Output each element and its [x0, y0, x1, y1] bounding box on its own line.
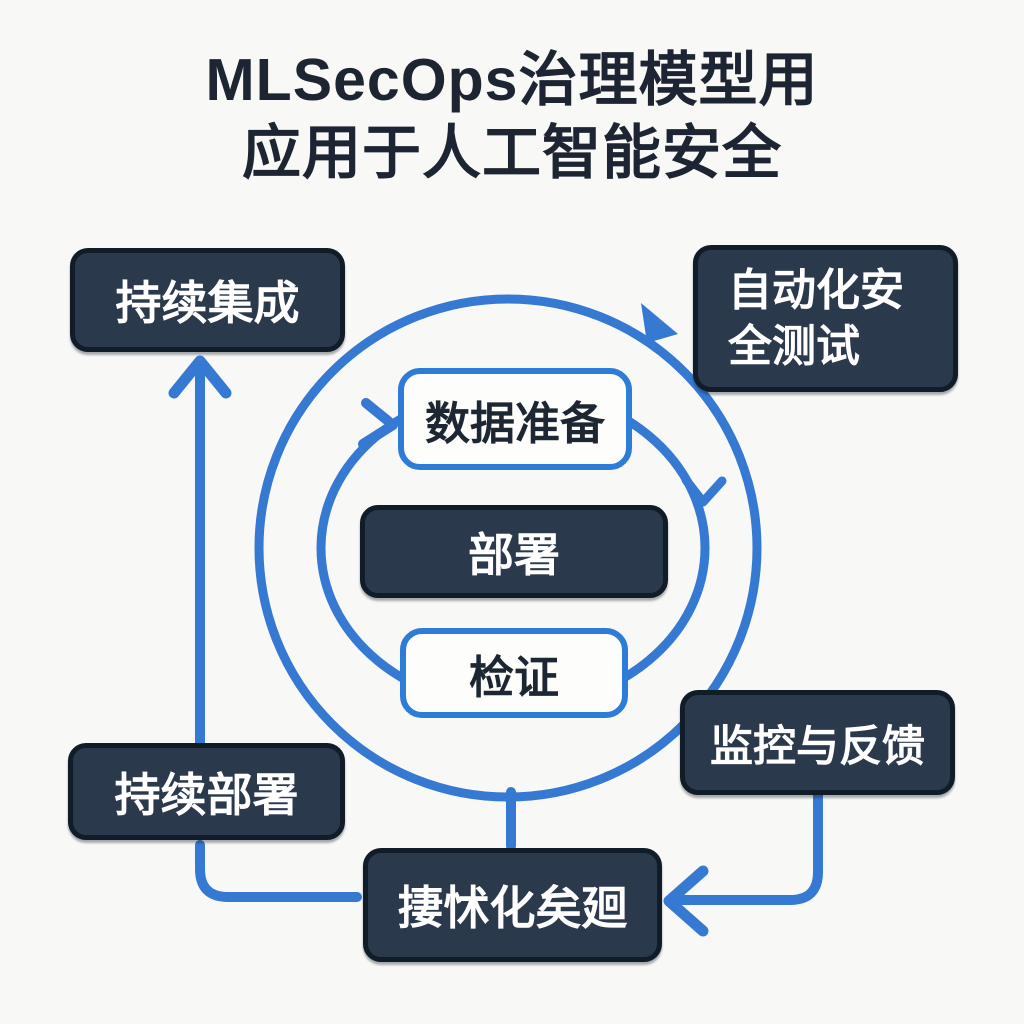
node-continuous-integration: 持续集成 — [70, 248, 345, 352]
node-label: 数据准备 — [424, 397, 605, 449]
node-label: 持续部署 — [114, 768, 299, 821]
node-label-line-2: 全测试 — [728, 321, 860, 371]
node-continuous-deployment: 持续部署 — [68, 743, 345, 840]
title-line-1: MLSecOps治理模型用 — [205, 47, 819, 113]
node-data-preparation: 数据准备 — [398, 368, 632, 470]
node-label: 检证 — [468, 651, 559, 703]
connector-monitoring-to-rollout — [677, 785, 823, 905]
title-line-2: 应用于人工智能安全 — [241, 120, 782, 186]
node-automated-rollout: 捿怵化矣廻 — [363, 848, 662, 962]
diagram-title: MLSecOps治理模型用 应用于人工智能安全 — [0, 44, 1024, 190]
node-monitoring-feedback: 监控与反馈 — [680, 690, 955, 795]
arrowhead-up-icon — [168, 355, 232, 399]
node-label: 持续集成 — [115, 277, 300, 329]
node-label-line-1: 自动化安 — [728, 265, 904, 315]
node-automated-security-testing: 自动化安 全测试 — [693, 245, 958, 392]
arrowhead-inner-to-data-preparation-icon — [358, 398, 398, 449]
arrowhead-to-automated-security-testing-icon — [641, 303, 678, 343]
arrowhead-inner-down-icon — [681, 475, 727, 507]
connector-rollout-to-continuous-deployment — [195, 840, 362, 902]
node-label: 捿怵化矣廻 — [397, 882, 628, 934]
node-label: 部署 — [468, 528, 560, 581]
arrowhead-left-icon — [663, 865, 709, 937]
node-verification: 检证 — [400, 628, 628, 718]
node-label: 监控与反馈 — [710, 722, 925, 771]
node-deployment: 部署 — [360, 505, 668, 598]
